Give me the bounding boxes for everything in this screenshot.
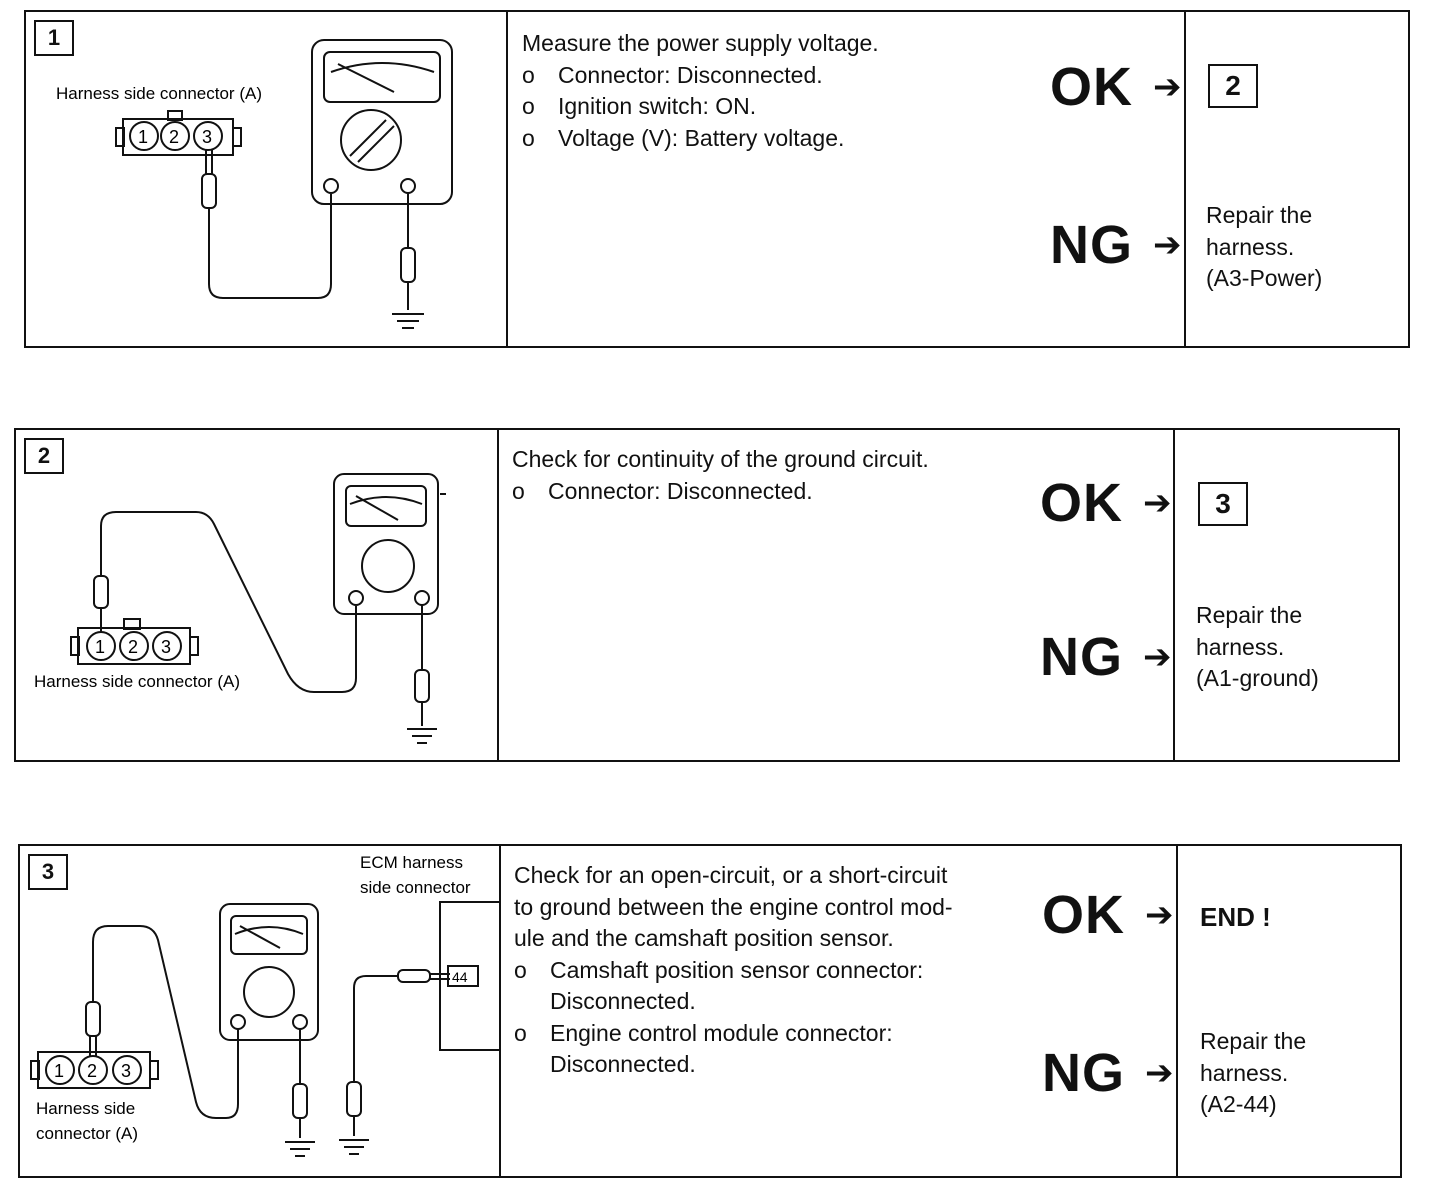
step-3-instruction-line: ule and the camshaft position sensor. bbox=[514, 925, 894, 951]
step-1-pin-3: 3 bbox=[202, 127, 212, 147]
step-2-wiring-diagram: 1 2 3 Harness side connector (A) bbox=[34, 473, 446, 744]
step-2-bullet-list: Connector: Disconnected. bbox=[512, 476, 929, 508]
step-1-repair-line: (A3-Power) bbox=[1206, 265, 1323, 291]
step-1-bullet: Voltage (V): Battery voltage. bbox=[522, 123, 879, 155]
step-3-bullet-line: Disconnected. bbox=[550, 1051, 696, 1077]
step-3-probe-wires bbox=[85, 925, 450, 1155]
step-1-instructions: Measure the power supply voltage. Connec… bbox=[522, 28, 879, 154]
step-3-ecm-connector bbox=[439, 901, 499, 1051]
step-3-ng-arrow-icon: ➔ bbox=[1145, 1054, 1175, 1092]
step-1-bullet-list: Connector: Disconnected. Ignition switch… bbox=[522, 60, 879, 155]
step-3-wiring-diagram: ECM harness side connector 44 1 2 3 Harn… bbox=[30, 853, 499, 1157]
step-3-divider-right bbox=[1176, 846, 1178, 1176]
step-1-divider-right bbox=[1184, 12, 1186, 346]
step-2-number: 2 bbox=[24, 438, 64, 474]
step-3-bullet-line: Engine control module connector: bbox=[550, 1019, 893, 1046]
step-3-connector-label-line: Harness side bbox=[36, 1099, 135, 1118]
step-2-multimeter bbox=[333, 473, 446, 744]
step-1-number: 1 bbox=[34, 20, 74, 56]
step-3-instruction-line: Check for an open-circuit, or a short-ci… bbox=[514, 862, 948, 888]
step-3-pin-2: 2 bbox=[87, 1061, 97, 1081]
step-2-divider-left bbox=[497, 430, 499, 760]
step-2-pin-3: 3 bbox=[161, 637, 171, 657]
step-1-ng-arrow-icon: ➔ bbox=[1153, 226, 1183, 264]
step-1-repair-line: Repair the bbox=[1206, 202, 1313, 228]
step-3-repair-line: harness. bbox=[1200, 1059, 1289, 1086]
step-1-ng-repair: Repair the harness. (A3-Power) bbox=[1206, 200, 1322, 295]
step-1-instruction-title: Measure the power supply voltage. bbox=[522, 30, 879, 56]
step-2-ng: NG ➔ bbox=[1040, 626, 1173, 688]
step-1-bullet: Connector: Disconnected. bbox=[522, 60, 879, 92]
step-3-ecm-pin: 44 bbox=[452, 969, 468, 985]
step-1-probe-wires bbox=[201, 150, 332, 299]
step-3-instruction-line: to ground between the engine control mod… bbox=[514, 893, 953, 920]
step-2-ng-label: NG bbox=[1040, 627, 1123, 687]
step-3-number: 3 bbox=[28, 854, 68, 890]
step-3-instructions: Check for an open-circuit, or a short-ci… bbox=[514, 860, 953, 1081]
step-1-connector bbox=[115, 110, 242, 156]
step-2-ng-repair: Repair the harness. (A1-ground) bbox=[1196, 600, 1319, 695]
step-2-repair-line: (A1-ground) bbox=[1196, 665, 1319, 691]
step-1-wiring-diagram: Harness side connector (A) 1 2 3 bbox=[56, 39, 453, 329]
step-1-bullet: Ignition switch: ON. bbox=[522, 91, 879, 123]
step-1-ok-arrow-icon: ➔ bbox=[1153, 68, 1183, 106]
step-2-ok-next-step[interactable]: 3 bbox=[1198, 482, 1248, 526]
step-2-divider-right bbox=[1173, 430, 1175, 760]
step-1-connector-label: Harness side connector (A) bbox=[56, 84, 262, 103]
step-3-ng-label: NG bbox=[1042, 1043, 1125, 1103]
step-1-pin-1: 1 bbox=[138, 127, 148, 147]
step-3-bullet: Engine control module connector: Disconn… bbox=[514, 1018, 953, 1081]
step-3-ecm-label-line: side connector bbox=[360, 878, 471, 897]
step-3-ok-end: END ! bbox=[1200, 902, 1271, 932]
step-3-ng-repair: Repair the harness. (A2-44) bbox=[1200, 1026, 1306, 1121]
step-3-panel: 3 ECM harness side connector 44 1 2 3 Ha… bbox=[18, 844, 1402, 1178]
step-3-divider-left bbox=[499, 846, 501, 1176]
step-2-connector bbox=[70, 618, 199, 665]
step-1-repair-line: harness. bbox=[1206, 233, 1295, 260]
step-3-ok: OK ➔ bbox=[1042, 884, 1175, 946]
step-2-ok: OK ➔ bbox=[1040, 472, 1173, 534]
step-3-ok-label: OK bbox=[1042, 885, 1125, 945]
step-2-connector-label: Harness side connector (A) bbox=[34, 672, 240, 691]
step-2-instruction-title: Check for continuity of the ground circu… bbox=[512, 446, 929, 472]
step-1-ng: NG ➔ bbox=[1050, 214, 1183, 276]
step-3-ng: NG ➔ bbox=[1042, 1042, 1175, 1104]
step-2-panel: 2 1 2 3 Harness side connector (A) bbox=[14, 428, 1400, 762]
step-1-ok: OK ➔ bbox=[1050, 56, 1183, 118]
step-3-pin-3: 3 bbox=[121, 1061, 131, 1081]
step-3-connector bbox=[30, 1051, 159, 1089]
step-3-connector-label-line: connector (A) bbox=[36, 1124, 138, 1143]
step-3-bullet-line: Camshaft position sensor connector: bbox=[550, 956, 924, 983]
step-2-pin-2: 2 bbox=[128, 637, 138, 657]
step-2-instructions: Check for continuity of the ground circu… bbox=[512, 444, 929, 507]
step-3-ok-arrow-icon: ➔ bbox=[1145, 896, 1175, 934]
step-2-ng-arrow-icon: ➔ bbox=[1143, 638, 1173, 676]
step-2-ok-arrow-icon: ➔ bbox=[1143, 484, 1173, 522]
step-3-bullet: Camshaft position sensor connector: Disc… bbox=[514, 955, 953, 1018]
step-1-pin-2: 2 bbox=[169, 127, 179, 147]
step-1-divider-left bbox=[506, 12, 508, 346]
step-3-multimeter bbox=[219, 903, 319, 1157]
step-3-ecm-label-line: ECM harness bbox=[360, 853, 463, 872]
step-2-ok-label: OK bbox=[1040, 473, 1123, 533]
step-3-repair-line: Repair the bbox=[1200, 1028, 1307, 1054]
step-3-bullet-line: Disconnected. bbox=[550, 988, 696, 1014]
step-3-bullet-list: Camshaft position sensor connector: Disc… bbox=[514, 955, 953, 1081]
step-1-multimeter bbox=[311, 39, 453, 329]
step-2-bullet: Connector: Disconnected. bbox=[512, 476, 929, 508]
step-3-pin-1: 1 bbox=[54, 1061, 64, 1081]
step-2-probe-wires bbox=[93, 511, 357, 693]
step-3-repair-line: (A2-44) bbox=[1200, 1091, 1277, 1117]
step-1-panel: 1 Harness side connector (A) 1 2 3 bbox=[24, 10, 1410, 348]
step-1-ng-label: NG bbox=[1050, 215, 1133, 275]
step-2-pin-1: 1 bbox=[95, 637, 105, 657]
step-2-repair-line: Repair the bbox=[1196, 602, 1303, 628]
step-1-ok-label: OK bbox=[1050, 57, 1133, 117]
step-1-ok-next-step[interactable]: 2 bbox=[1208, 64, 1258, 108]
step-2-repair-line: harness. bbox=[1196, 633, 1285, 660]
